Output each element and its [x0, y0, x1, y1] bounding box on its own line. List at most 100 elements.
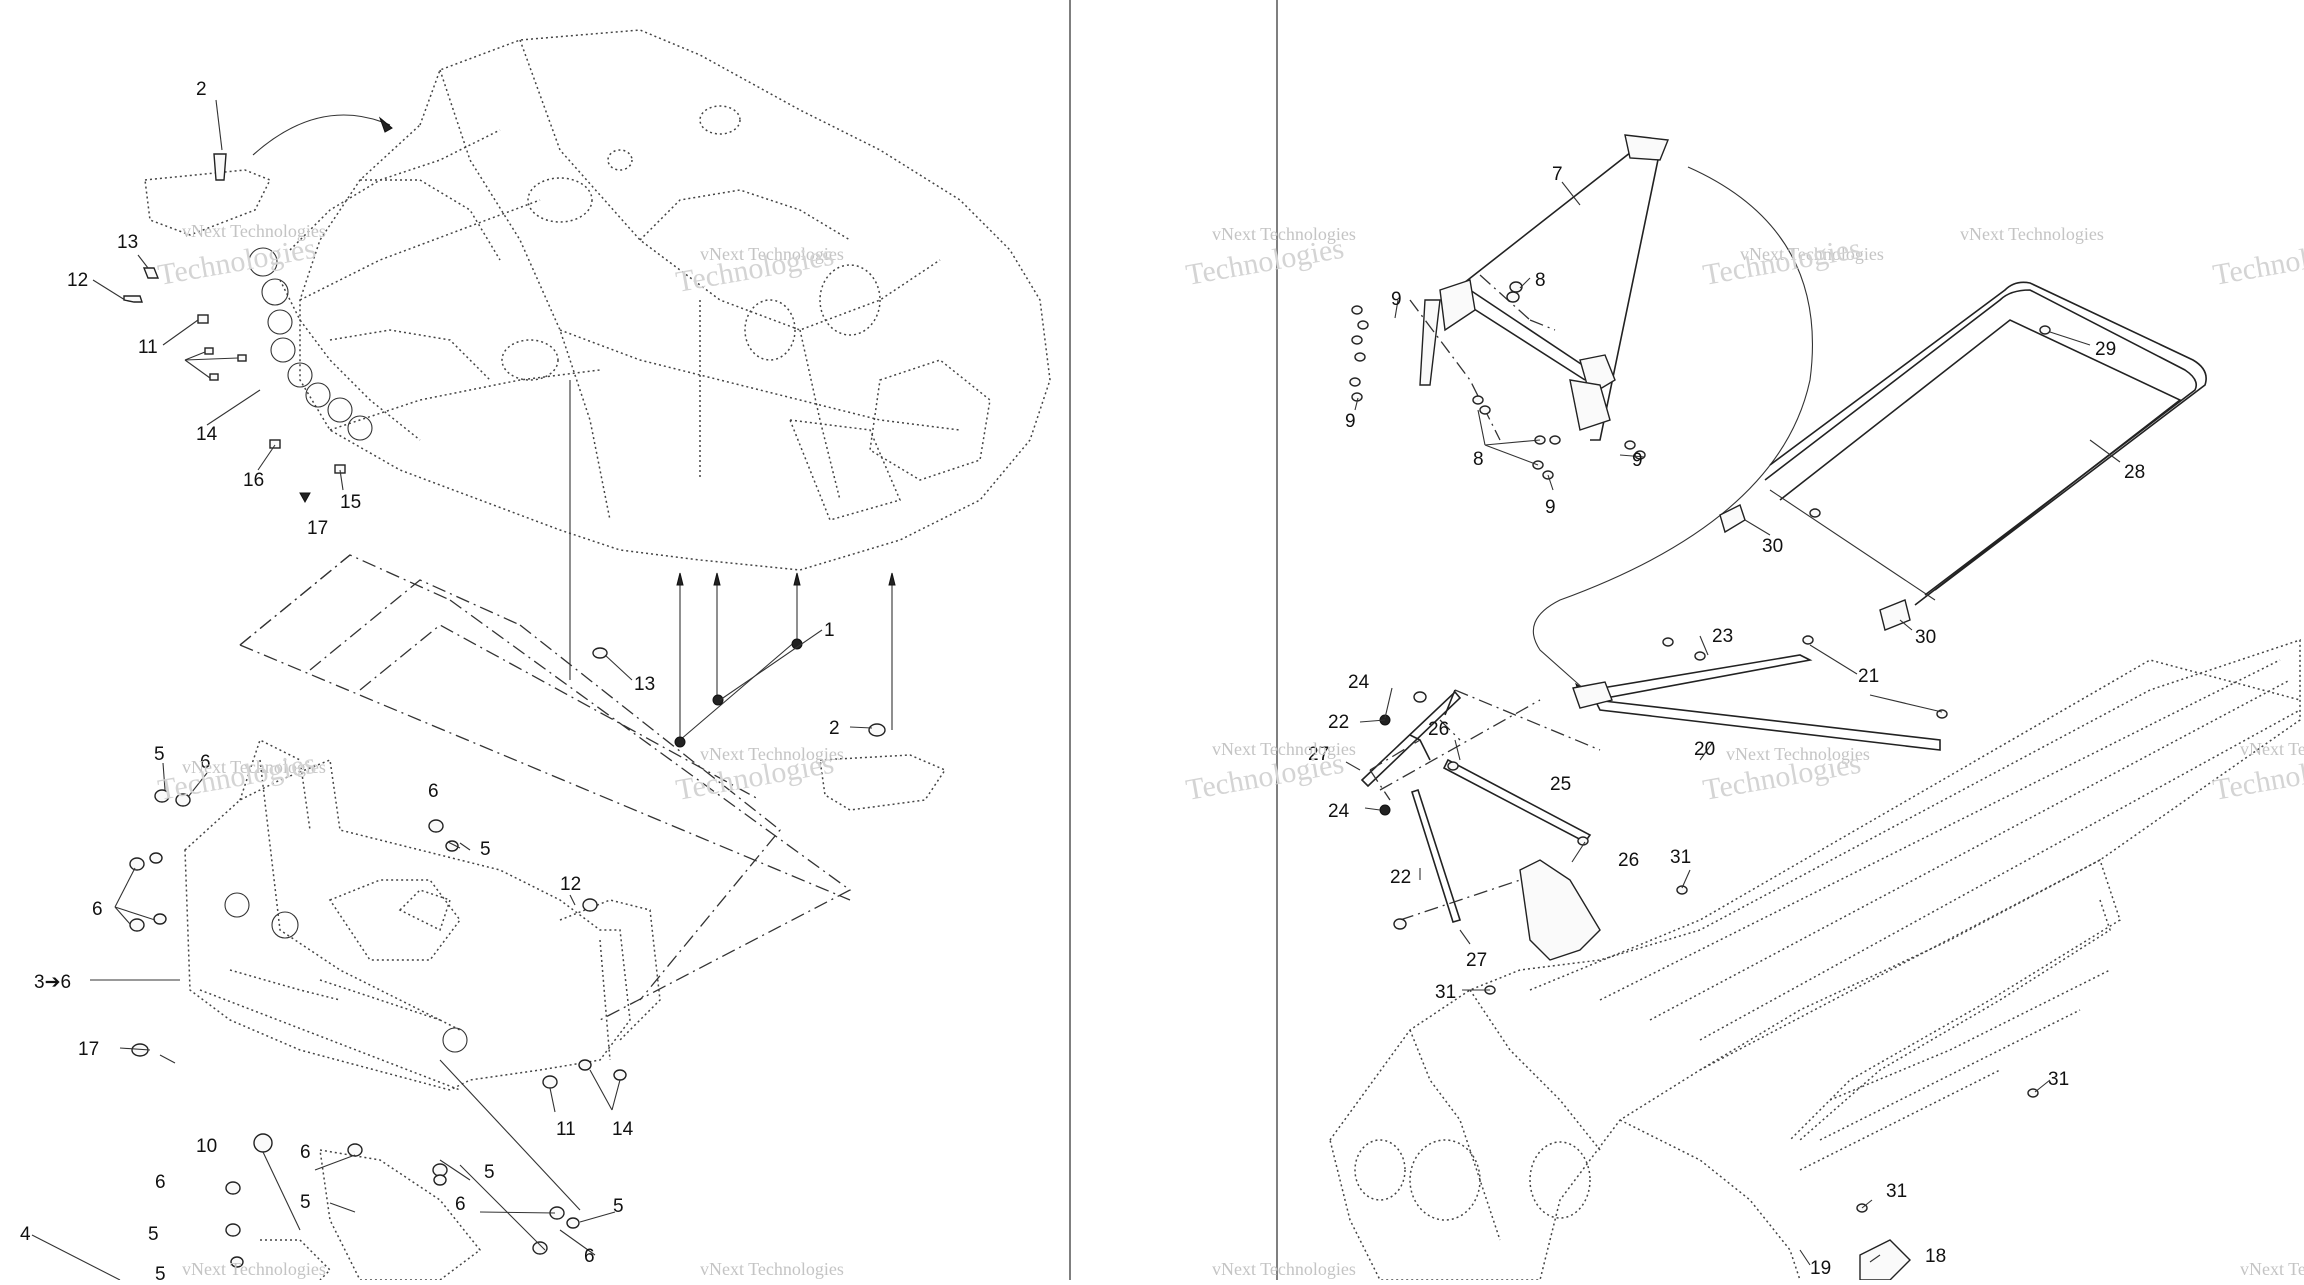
callout-21: 21 — [1858, 666, 1879, 687]
watermark-line2: Technologies — [1700, 232, 1863, 292]
watermark-line1: vNext Technologies — [700, 1259, 844, 1279]
callout-17: 17 — [307, 518, 328, 539]
callout-10: 10 — [196, 1136, 217, 1157]
watermark-3: vNext Technologies Technologies — [1183, 224, 1355, 292]
watermark-2: vNext Technologies Technologies — [673, 239, 843, 299]
callout-13: 13 — [117, 232, 138, 253]
callout-18: 18 — [1925, 1246, 1946, 1267]
foot-plate-parts — [144, 114, 947, 811]
assembly-guide-lines-right — [1369, 274, 1601, 921]
fastener-hardware-right — [1349, 281, 2051, 1213]
callout-6: 6 — [155, 1172, 166, 1193]
watermark-1: vNext Technologies Technologies — [155, 221, 325, 292]
callout-1: 1 — [824, 620, 835, 641]
a-frame-assembly — [1419, 134, 1814, 697]
callout-5: 5 — [484, 1162, 495, 1183]
callout-7: 7 — [1552, 164, 1563, 185]
callout-9: 9 — [1345, 411, 1356, 432]
callout-11: 11 — [138, 337, 158, 358]
callout-22: 22 — [1390, 867, 1411, 888]
fastener-hardware-left — [123, 153, 886, 1268]
callout-6: 6 — [92, 899, 103, 920]
tunnel-chassis-drawing — [1329, 638, 2301, 1281]
callout-12: 12 — [67, 270, 88, 291]
watermark-line1: vNext Technologies — [700, 744, 844, 764]
callout-9: 9 — [1391, 289, 1402, 310]
callout-6: 6 — [200, 752, 211, 773]
watermark-7: vNext Technologies Technologies — [673, 744, 843, 807]
callout-24: 24 — [1328, 801, 1350, 822]
watermark-line2: Technologies — [2210, 232, 2304, 292]
callout-11: 11 — [556, 1119, 576, 1140]
callout-31: 31 — [1886, 1181, 1907, 1202]
callout-5: 5 — [300, 1192, 311, 1213]
callout-31: 31 — [1435, 982, 1456, 1003]
callout-29: 29 — [2095, 339, 2116, 360]
watermark-9: vNext Technologies Technologies — [1700, 744, 1869, 807]
callout-22: 22 — [1328, 712, 1349, 733]
callout-14: 14 — [196, 424, 218, 445]
callout-6: 6 — [428, 781, 439, 802]
callout-8: 8 — [1473, 449, 1484, 470]
watermark-line2: Technologies — [155, 747, 318, 807]
watermark-line1: vNext Technologies — [2240, 739, 2304, 759]
callout-6: 6 — [300, 1142, 311, 1163]
watermark-11: vNext Technologies vNext Technologies vN… — [182, 1259, 2304, 1279]
callout-5: 5 — [148, 1224, 159, 1245]
callout-26: 26 — [1428, 719, 1449, 740]
callout-25: 25 — [1550, 774, 1571, 795]
hoop-bar-assembly — [1719, 281, 2207, 631]
watermark-line1: vNext Technologies — [182, 221, 326, 241]
callout-20: 20 — [1694, 739, 1715, 760]
callout-3-arrow-6: 3➔6 — [34, 972, 71, 993]
page-dividers — [1069, 0, 1278, 1280]
watermark-8: vNext Technologies Technologies — [1183, 739, 1355, 807]
callout-9: 9 — [1545, 497, 1556, 518]
callout-28: 28 — [2124, 462, 2145, 483]
watermark-5: vNext Technologies Technologies — [1960, 224, 2304, 292]
watermark-line1: vNext Technologies — [1212, 224, 1356, 244]
watermark-line1: vNext Technologies — [182, 1259, 326, 1279]
watermark-line1: vNext Technologies — [1212, 739, 1356, 759]
callout-9: 9 — [1632, 450, 1643, 471]
callout-5: 5 — [155, 1264, 166, 1280]
callout-2: 2 — [829, 718, 840, 739]
callout-14: 14 — [612, 1119, 634, 1140]
callout-6: 6 — [455, 1194, 466, 1215]
watermark-4: vNext Technologies Technologies — [1700, 232, 1883, 292]
leader-lines-right — [1345, 181, 2121, 1266]
callout-2: 2 — [196, 79, 207, 100]
watermark-line1: vNext Technologies — [1212, 1259, 1356, 1279]
callout-5: 5 — [154, 744, 165, 765]
callout-6: 6 — [584, 1246, 595, 1267]
watermark-line1: vNext Technologies — [2240, 1259, 2304, 1279]
assembly-guide-lines-left — [239, 380, 896, 1021]
callout-4: 4 — [20, 1224, 31, 1245]
callout-5: 5 — [613, 1196, 624, 1217]
watermarks: vNext Technologies Technologies vNext Te… — [155, 221, 2304, 1279]
front-bumper-frame — [184, 738, 661, 1281]
watermark-line1: vNext Technologies — [700, 244, 844, 264]
watermark-line1: vNext Technologies — [1740, 244, 1884, 264]
callout-16: 16 — [243, 470, 264, 491]
callout-30: 30 — [1762, 536, 1783, 557]
callout-27: 27 — [1308, 744, 1329, 765]
callout-31: 31 — [2048, 1069, 2069, 1090]
callout-24: 24 — [1348, 672, 1370, 693]
callout-12: 12 — [560, 874, 581, 895]
callout-19: 19 — [1810, 1258, 1831, 1279]
watermark-line1: vNext Technologies — [182, 757, 326, 777]
watermark-line1: vNext Technologies — [1960, 224, 2104, 244]
callout-27: 27 — [1466, 950, 1487, 971]
tie-rods-and-tubes — [1360, 654, 1941, 961]
callout-31: 31 — [1670, 847, 1691, 868]
callout-17: 17 — [78, 1039, 99, 1060]
callout-30: 30 — [1915, 627, 1936, 648]
leader-lines-left — [31, 99, 873, 1281]
watermark-6: vNext Technologies Technologies — [155, 747, 325, 807]
callout-26: 26 — [1618, 850, 1639, 871]
callout-23: 23 — [1712, 626, 1733, 647]
callout-5: 5 — [480, 839, 491, 860]
